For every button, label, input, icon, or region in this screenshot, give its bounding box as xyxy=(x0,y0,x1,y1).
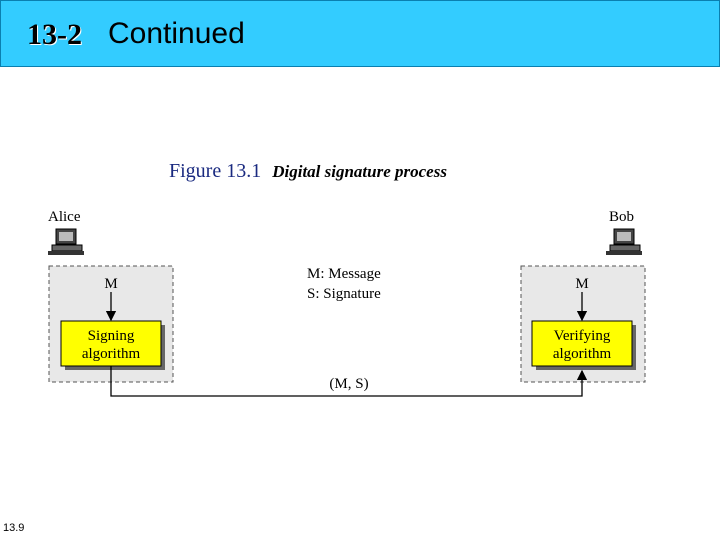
legend-message: M: Message xyxy=(307,266,381,282)
slide-header: 13-2 Continued xyxy=(0,0,720,67)
figure-caption: Figure 13.1 Digital signature process xyxy=(169,160,447,183)
signing-line2: algorithm xyxy=(82,346,141,362)
verifying-line2: algorithm xyxy=(553,346,612,362)
channel-label: (M, S) xyxy=(329,376,368,392)
section-number: 13-2 xyxy=(27,18,82,51)
transmission-arrow xyxy=(110,366,588,397)
sender-name: Alice xyxy=(48,209,81,225)
slide-number: 13.9 xyxy=(3,522,25,534)
computer-icon xyxy=(48,228,84,255)
sender-message-label: M xyxy=(104,276,117,292)
figure-description: Digital signature process xyxy=(272,162,447,181)
legend-signature: S: Signature xyxy=(307,286,381,302)
verifying-algorithm-box xyxy=(531,320,633,367)
signing-line1: Signing xyxy=(88,328,135,344)
verifying-line1: Verifying xyxy=(554,328,611,344)
receiver-message-label: M xyxy=(575,276,588,292)
receiver-name: Bob xyxy=(609,209,634,225)
figure-label: Figure 13.1 xyxy=(169,160,262,182)
slide-title: Continued xyxy=(108,17,245,50)
computer-icon xyxy=(606,228,642,255)
